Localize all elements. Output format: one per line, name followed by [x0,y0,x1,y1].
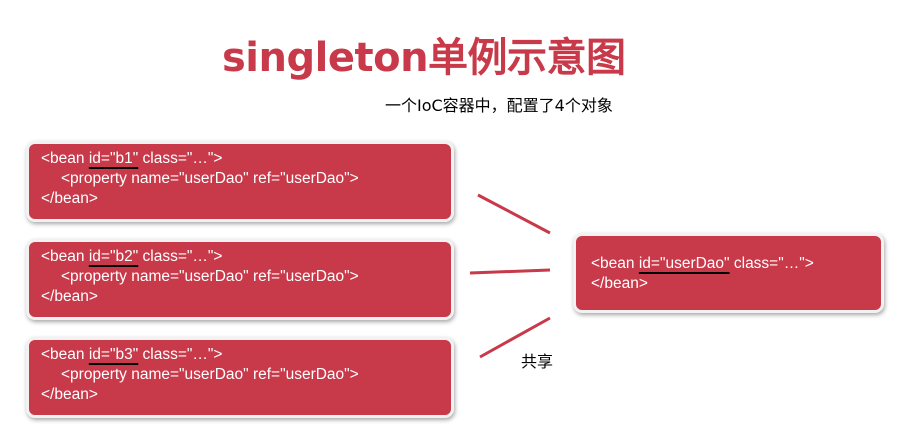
bean-id-attr: id="b1" [88,150,139,167]
bean-property-line: <property name="userDao" ref="userDao"> [61,366,359,383]
bean-open-tag: <bean id="b2" class="…"> [41,247,451,267]
bean-property-line: <property name="userDao" ref="userDao"> [61,268,359,285]
bean-class-attr: class="…"> [138,248,223,265]
share-label: 共享 [521,352,554,371]
diagram-title: singleton单例示意图 [222,35,626,81]
bean-open-prefix: <bean [591,255,639,272]
bean-open-prefix: <bean [41,346,89,363]
bean-box-b2: <bean id="b2" class="…"> <property name=… [26,239,454,320]
bean-open-tag: <bean id="b3" class="…"> [41,345,451,365]
bean-property-line: <property name="userDao" ref="userDao"> [61,170,359,187]
bean-id-attr: id="userDao" [638,255,730,272]
bean-open-tag: <bean id="b1" class="…"> [41,149,451,169]
connector-b3-to-userdao [479,316,551,359]
bean-id-attr: id="b2" [88,248,139,265]
bean-close-tag: </bean> [41,288,98,305]
bean-open-tag: <bean id="userDao" class="…"> [591,254,881,274]
bean-class-attr: class="…"> [729,255,814,272]
bean-open-prefix: <bean [41,150,89,167]
bean-close-tag: </bean> [591,275,648,292]
diagram-subtitle: 一个IoC容器中，配置了4个对象 [385,96,613,115]
bean-open-prefix: <bean [41,248,89,265]
connector-b1-to-userdao [477,193,551,235]
bean-box-userdao: <bean id="userDao" class="…"> </bean> [573,233,884,313]
bean-id-attr: id="b3" [88,346,139,363]
bean-close-tag: </bean> [41,190,98,207]
bean-box-b3: <bean id="b3" class="…"> <property name=… [26,337,454,418]
bean-class-attr: class="…"> [138,150,223,167]
connector-b2-to-userdao [469,268,551,275]
bean-class-attr: class="…"> [138,346,223,363]
bean-box-b1: <bean id="b1" class="…"> <property name=… [26,141,454,222]
bean-close-tag: </bean> [41,386,98,403]
